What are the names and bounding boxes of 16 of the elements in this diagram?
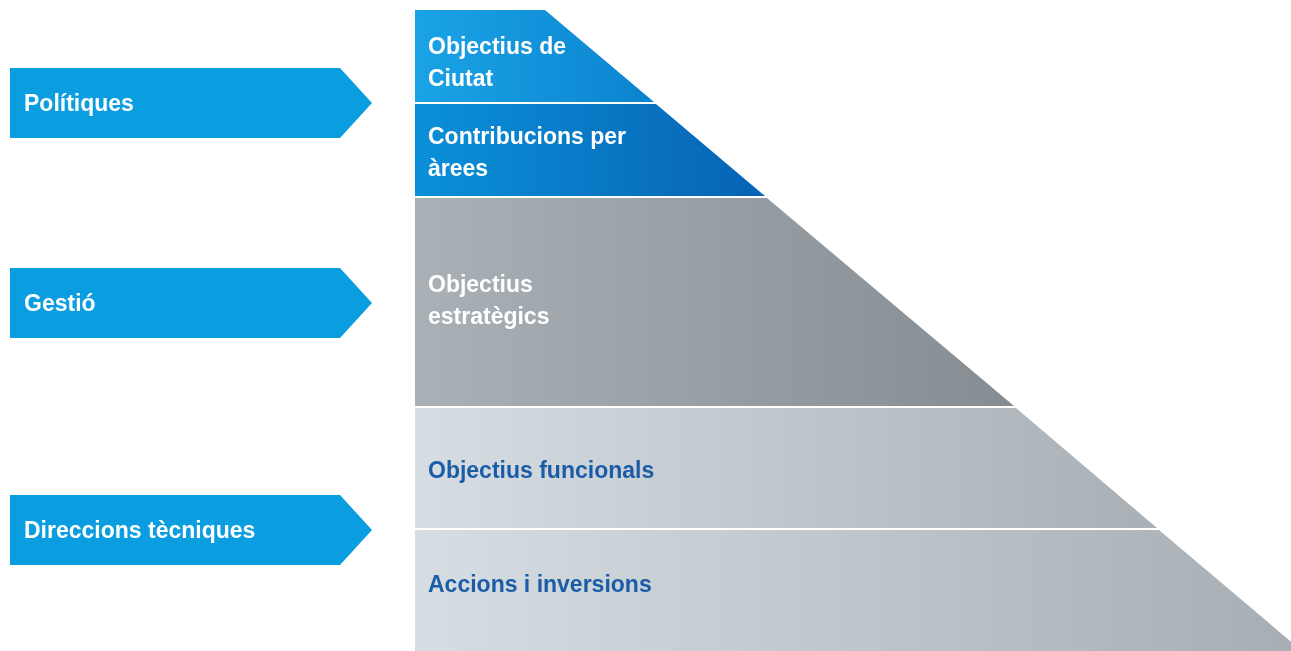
band-label: Objectius funcionals: [428, 456, 655, 485]
level-label: Direccions tècniques: [23, 515, 256, 545]
level-label: Gestió: [23, 288, 96, 318]
arrow-label-shape: [10, 495, 372, 565]
band-label: Objectius estratègics: [428, 270, 551, 331]
arrow-label-shape: [10, 268, 372, 338]
pyramid-band: [415, 198, 1014, 406]
level-label: Polítiques: [23, 88, 134, 118]
band-label: Accions i inversions: [428, 570, 652, 599]
pyramid-band: [415, 530, 1291, 651]
pyramid-band: [415, 10, 654, 102]
pyramid-band: [415, 104, 765, 196]
pyramid-band: [415, 408, 1157, 528]
arrow-label-shape: [10, 68, 372, 138]
band-label: Contribucions per àrees: [428, 122, 628, 183]
band-label: Objectius de Ciutat: [428, 32, 568, 93]
